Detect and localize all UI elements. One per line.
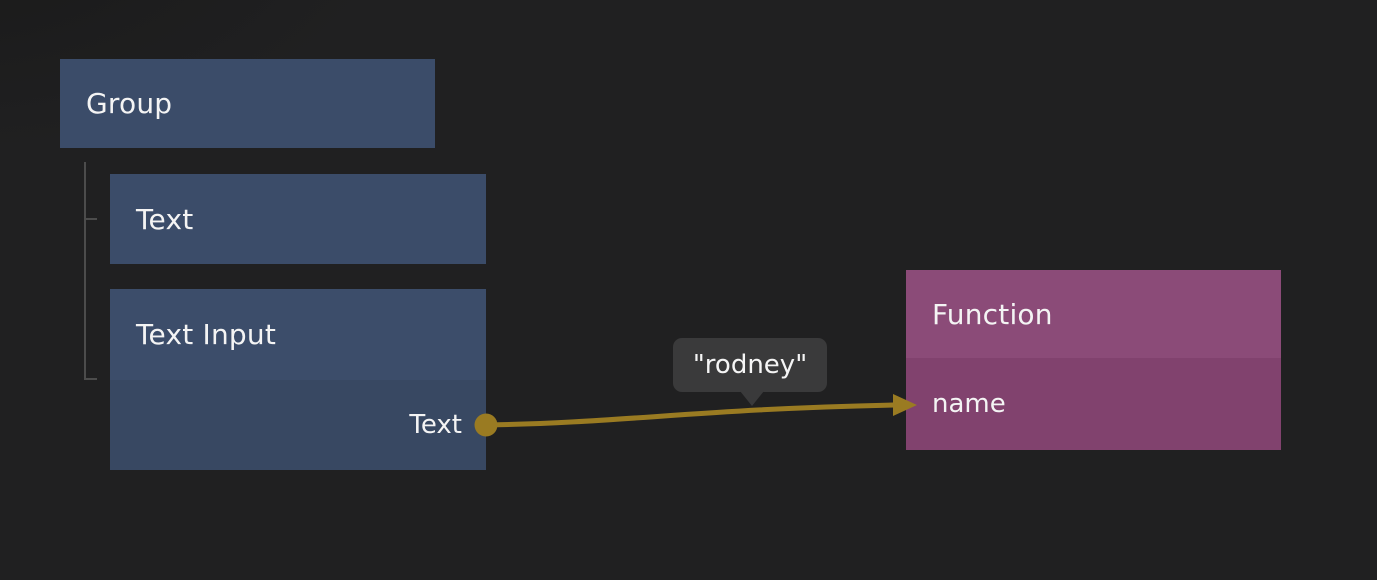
node-text-input-title: Text Input <box>136 318 277 351</box>
input-port-name[interactable]: name <box>932 389 1006 419</box>
node-function[interactable]: Function name <box>906 270 1281 450</box>
node-text-input[interactable]: Text Input Text <box>110 289 486 470</box>
node-function-body: name <box>906 358 1281 450</box>
tree-branch-line <box>84 162 97 380</box>
node-text-title: Text <box>136 202 194 236</box>
input-port-name-label: name <box>932 389 1006 419</box>
node-text-input-header[interactable]: Text Input <box>110 289 486 380</box>
node-text-input-body: Text <box>110 380 486 470</box>
node-text[interactable]: Text <box>110 174 486 264</box>
node-function-header[interactable]: Function <box>906 270 1281 358</box>
value-tooltip-text: "rodney" <box>692 350 808 380</box>
output-port-text[interactable]: Text <box>409 410 462 440</box>
node-text-header[interactable]: Text <box>110 174 486 264</box>
node-group[interactable]: Group <box>60 59 435 148</box>
node-function-title: Function <box>932 297 1053 331</box>
output-port-text-label: Text <box>409 410 462 440</box>
node-group-title: Group <box>86 87 173 120</box>
connection-wire[interactable] <box>485 402 895 428</box>
tooltip-pointer-icon <box>740 391 764 406</box>
node-group-header[interactable]: Group <box>60 59 435 148</box>
value-tooltip: "rodney" <box>673 338 827 392</box>
